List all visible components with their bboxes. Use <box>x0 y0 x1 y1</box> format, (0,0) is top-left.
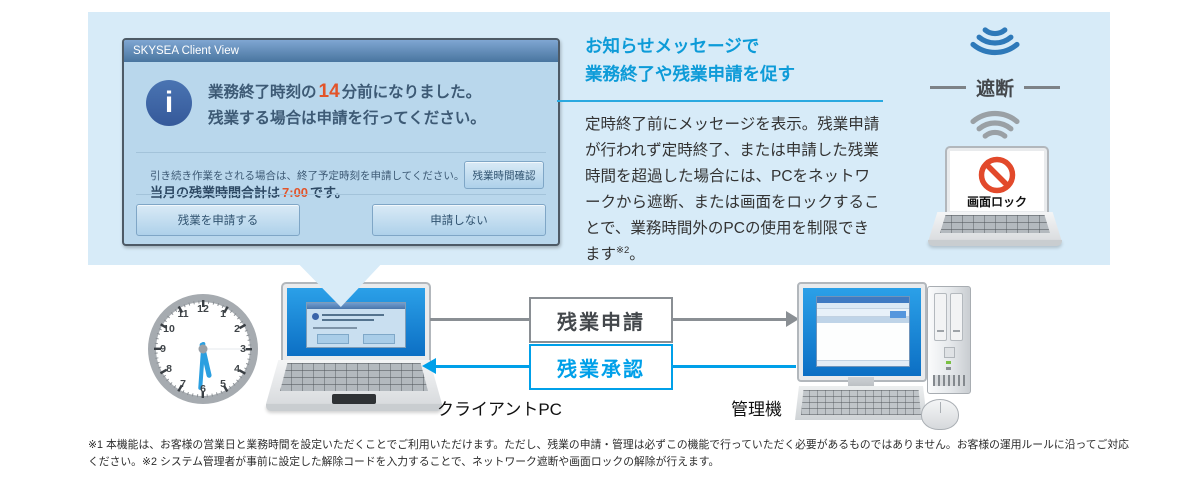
block-row: 遮断 <box>905 74 1085 100</box>
mini-info-icon <box>312 313 319 320</box>
block-dash-left <box>929 85 966 89</box>
prohibition-icon <box>978 156 1016 194</box>
feature-heading: お知らせメッセージで 業務終了や残業申請を促す <box>585 32 915 89</box>
led-indicator <box>946 367 951 370</box>
feature-description: 定時終了前にメッセージを表示。残業申請が行われず定時終了、または申請した残業時間… <box>585 116 880 264</box>
approve-arrow-head <box>422 358 436 374</box>
footnote-line1: ※1 本機能は、お客様の営業日と業務時間を設定いただくことでご利用いただけます。… <box>88 439 1129 451</box>
footnote-ref: ※2 <box>616 245 630 256</box>
admin-app-window <box>815 295 910 367</box>
dialog-titlebar: SKYSEA Client View <box>124 40 558 62</box>
block-label: 遮断 <box>975 78 1014 100</box>
drive-bay <box>934 293 947 341</box>
info-icon: i <box>146 80 192 126</box>
client-laptop-screen <box>281 282 431 362</box>
admin-tower <box>927 286 971 394</box>
client-pc-label: クライアントPC <box>437 400 562 419</box>
admin-keyboard <box>795 386 927 420</box>
dialog-divider-top <box>136 152 546 153</box>
dialog-divider-bottom <box>136 194 546 195</box>
network-signal-up-icon <box>970 110 1020 139</box>
keyboard-keys <box>280 363 428 391</box>
locked-laptop-base <box>928 212 1062 246</box>
approve-label-box: 残業承認 <box>529 344 673 390</box>
power-button <box>944 347 955 358</box>
locked-laptop: 画面ロック <box>928 146 1062 246</box>
minutes-value: 14 <box>318 81 340 102</box>
apply-arrow-head <box>786 311 799 327</box>
mini-dialog <box>306 302 406 348</box>
dialog-title: SKYSEA Client View <box>133 45 239 57</box>
mini-apply-button <box>317 334 349 344</box>
mini-decline-button <box>363 334 395 344</box>
clock-icon: 12 1 2 3 4 5 6 7 8 9 10 11 <box>147 293 259 405</box>
keyboard-keys <box>940 215 1050 233</box>
footnote-line2: ください。※2 システム管理者が事前に設定した解除コードを入力することで、ネット… <box>88 455 720 468</box>
feature-heading-line1: お知らせメッセージで <box>585 36 760 56</box>
block-dash-right <box>1024 85 1060 89</box>
dialog-note: 引き続き作業をされる場合は、終了予定時刻を申請してください。 <box>150 170 465 182</box>
screen-lock-label: 画面ロック <box>966 195 1027 209</box>
apply-overtime-button[interactable]: 残業を申請する <box>136 204 300 236</box>
heading-separator <box>557 100 883 102</box>
apply-label-box: 残業申請 <box>529 297 673 343</box>
overtime-total-value: 7:00 <box>282 185 309 200</box>
admin-monitor <box>797 282 927 382</box>
overtime-check-button[interactable]: 残業時間確認 <box>464 161 544 189</box>
admin-pc-label: 管理機 <box>731 400 782 419</box>
led-indicator <box>946 361 951 364</box>
vent-grille <box>933 375 965 386</box>
mini-dialog-titlebar <box>307 303 405 309</box>
keyboard-keys <box>801 390 921 415</box>
client-laptop-base <box>266 360 442 416</box>
admin-window-button <box>890 310 906 318</box>
decline-overtime-button[interactable]: 申請しない <box>372 204 546 236</box>
admin-mouse <box>921 399 959 430</box>
network-signal-down-icon <box>970 27 1020 56</box>
touchpad <box>332 394 376 404</box>
admin-window-titlebar <box>816 296 909 303</box>
drive-bay <box>950 293 963 341</box>
footnotes: ※1 本機能は、お客様の営業日と業務時間を設定いただくことでご利用いただけます。… <box>88 437 1129 470</box>
dialog-message-line2: 残業する場合は申請を行ってください。 <box>208 109 486 127</box>
feature-heading-line2: 業務終了や残業申請を促す <box>585 64 795 85</box>
locked-laptop-screen: 画面ロック <box>945 146 1049 216</box>
client-laptop <box>266 282 442 416</box>
